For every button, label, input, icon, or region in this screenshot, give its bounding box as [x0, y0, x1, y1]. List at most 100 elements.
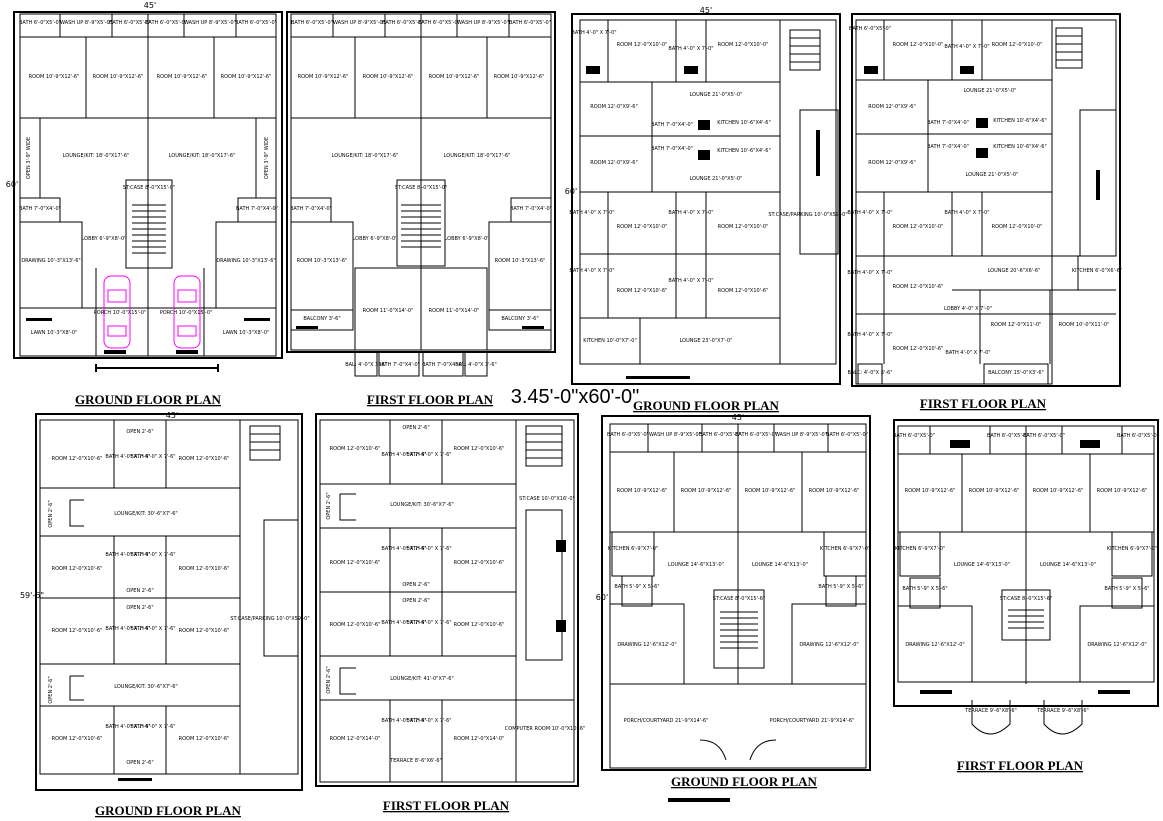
sheet-title: 3.45'-0"x60'-0": [511, 386, 640, 408]
room-label: ST:CASE 10'-0"X16'-0": [519, 496, 575, 502]
room-label: DRAWING 12'-6"X12'-0": [905, 642, 964, 648]
plan-title: GROUND FLOOR PLAN: [671, 774, 818, 789]
room-label: BATH 4'-0" X 7'-6": [406, 452, 451, 458]
plan-6-first-floor: OPEN 2'-6" ROOM 12'-0"X10'-6" BATH 4'-0"…: [315, 413, 585, 813]
room-label: LOBBY 4'-0" X 7'-0": [944, 306, 992, 312]
room-label: BATH 5'-9" X 5'-6": [818, 584, 863, 590]
room-label: ROOM 12'-0"X10'-6": [179, 456, 230, 462]
room-label: BATH 6'-0"X5'-0": [699, 432, 741, 438]
car-windshield: [177, 289, 197, 303]
room-label: BATH 4'-0" X 7'-0": [668, 278, 713, 284]
room-label: BATH 4'-0" X 7'-0": [569, 268, 614, 274]
room-label: ROOM 12'-0"X11'-0": [991, 322, 1042, 328]
room-label: BATH 7'-0"X4'-0": [510, 206, 552, 212]
room-label: BATH 6'-0"X5'-0": [145, 20, 187, 26]
room-label: ROOM 12'-0"X10'-0": [992, 224, 1043, 230]
room-label: LOUNGE/KIT: 18'-0"X17'-6": [444, 153, 511, 159]
room-label: KITCHEN 6'-9"X7'-0": [608, 546, 658, 552]
room-label: ROOM 12'-0"X10'-0": [893, 224, 944, 230]
car-icon: [173, 275, 201, 349]
height-dimension: 60': [596, 593, 608, 602]
room-label: ROOM 11'-0"X14'-0": [429, 308, 480, 314]
height-dimension: 60': [565, 187, 577, 196]
room-label: TERRACE 9'-6"X8'-6": [964, 708, 1017, 714]
room-label: BATH 7'-0"X4'-0": [422, 362, 464, 368]
room-label: BATH 7'-0"X4'-0": [19, 206, 61, 212]
room-label: LOUNGE/KIT: 30'-6"X7'-6": [114, 684, 177, 690]
room-label: ST:CASE/PARKING 10'-0"X59'-0": [768, 212, 847, 218]
room-label: ROOM 12'-0"X9'-6": [868, 160, 916, 166]
room-label: KITCHEN 10'-6"X4'-6": [717, 148, 771, 154]
room-label: ROOM 10'-9"X12'-6": [745, 488, 796, 494]
room-label: KITCHEN 10'-6"X4'-6": [993, 118, 1047, 124]
room-label: OPEN 2'-6": [48, 676, 54, 703]
plan-1-ground-floor: BATH 6'-0"X5'-0" WASH UP 8'-9"X5'-0" BAT…: [6, 1, 283, 407]
room-label: ROOM 10'-3"X13'-6": [495, 258, 546, 264]
room-label: ROOM 12'-0"X10'-0": [893, 42, 944, 48]
room-label: LOUNGE 21'-0"X5'-0": [690, 176, 743, 182]
room-label: BATH 4'-0" X 7'-6": [130, 724, 175, 730]
room-label: PORCH/COURTYARD 21'-9"X14'-6": [624, 718, 709, 724]
room-label: BATH 4'-0" X 7'-0": [668, 46, 713, 52]
plan-5-ground-floor: OPEN 2'-6" ROOM 12'-0"X10'-6" BATH 4'-0"…: [20, 411, 310, 818]
room-label: LOUNGE/KIT: 30'-6"X7'-6": [390, 502, 453, 508]
width-dimension: 45': [166, 411, 178, 420]
room-label: ROOM 12'-0"X10'-6": [52, 566, 103, 572]
room-label: BATH 7'-0"X4'-0": [651, 146, 693, 152]
height-dimension: 60': [6, 180, 18, 189]
room-label: ROOM 10'-0"X11'-0": [1059, 322, 1110, 328]
room-label: ROOM 12'-0"X10'-6": [52, 456, 103, 462]
room-label: LOBBY 6'-9"X8'-0": [353, 236, 398, 242]
room-label: ROOM 10'-9"X12'-6": [1097, 488, 1148, 494]
room-label: LOBBY 6'-9"X8'-0": [82, 236, 127, 242]
room-label: OPEN 2'-6": [402, 425, 429, 431]
room-label: OPEN 2'-6": [126, 429, 153, 435]
plan-4-first-floor: BATH 6'-0"X5'-0" ROOM 12'-0"X10'-0" BATH…: [847, 13, 1122, 411]
room-label: OPEN 2'-6": [402, 598, 429, 604]
room-label: OPEN 2'-6": [402, 582, 429, 588]
room-label: ROOM 12'-0"X14'-0": [330, 736, 381, 742]
width-dimension: 45': [144, 1, 156, 10]
room-label: BATH 6'-0"X5'-0": [1023, 433, 1065, 439]
width-dimension: 45': [732, 413, 744, 422]
room-label: BATH 6'-0"X5'-0": [735, 432, 777, 438]
room-label: ROOM 12'-0"X10'-6": [617, 288, 668, 294]
room-label: BATH 4'-0" X 7'-6": [406, 546, 451, 552]
room-label: OPEN 2'-6": [126, 588, 153, 594]
room-label: ROOM 10'-9"X12'-6": [494, 74, 545, 80]
room-label: ROOM 12'-0"X10'-0": [718, 224, 769, 230]
room-label: BATH 6'-0"X5'-0": [291, 20, 333, 26]
room-label: WASH UP 8'-9"X5'-0": [184, 20, 236, 26]
room-label: ROOM 12'-0"X10'-0": [617, 42, 668, 48]
room-label: BATH 7'-0"X4'-0": [236, 206, 278, 212]
room-label: ROOM 10'-9"X12'-6": [681, 488, 732, 494]
room-label: ROOM 11'-0"X14'-0": [363, 308, 414, 314]
plan-3-ground-floor: BATH 4'-0" X 7'-0" ROOM 12'-0"X10'-0" BA…: [565, 6, 848, 413]
room-label: BATH 4'-0" X 7'-0": [569, 210, 614, 216]
room-label: ST:CASE 8'-0"X15'-0": [395, 185, 448, 191]
room-label: BATH 4'-0" X 7'-6": [381, 718, 426, 724]
car-icon: [103, 275, 131, 349]
room-label: BATH 6'-0"X5'-0": [418, 20, 460, 26]
room-label: ROOM 12'-0"X9'-6": [590, 160, 638, 166]
room-label: BATH 7'-0"X4'-0": [927, 120, 969, 126]
room-label: BATH 6'-0"X5'-0": [109, 20, 151, 26]
room-label: ROOM 12'-0"X10'-6": [330, 622, 381, 628]
room-label: ST:CASE 8'-0"X15'-0": [123, 185, 176, 191]
room-label: LOUNGE 23'-0"X7'-0": [680, 338, 733, 344]
room-label: BATH 4'-0" X 7'-0": [847, 270, 892, 276]
car-windshield: [107, 289, 127, 303]
room-label: KITCHEN 6'-0"X6'-6": [1072, 268, 1122, 274]
room-label: BALCONY 3'-6": [303, 316, 340, 322]
room-label: BATH 7'-0"X4'-0": [290, 206, 332, 212]
room-label: BATH 4'-0" X 7'-6": [105, 724, 150, 730]
plan-title: FIRST FLOOR PLAN: [367, 392, 494, 407]
plan-title: GROUND FLOOR PLAN: [95, 803, 242, 818]
room-label: BATH 4'-0" X 7'-6": [406, 718, 451, 724]
room-label: ROOM 10'-9"X12'-6": [429, 74, 480, 80]
room-label: BATH 5'-9" X 5'-6": [614, 584, 659, 590]
room-label: LOUNGE 21'-0"X5'-0": [690, 92, 743, 98]
room-label: BATH 4'-0" X 7'-0": [668, 210, 713, 216]
room-label: KITCHEN 6'-9"X7'-0": [895, 546, 945, 552]
